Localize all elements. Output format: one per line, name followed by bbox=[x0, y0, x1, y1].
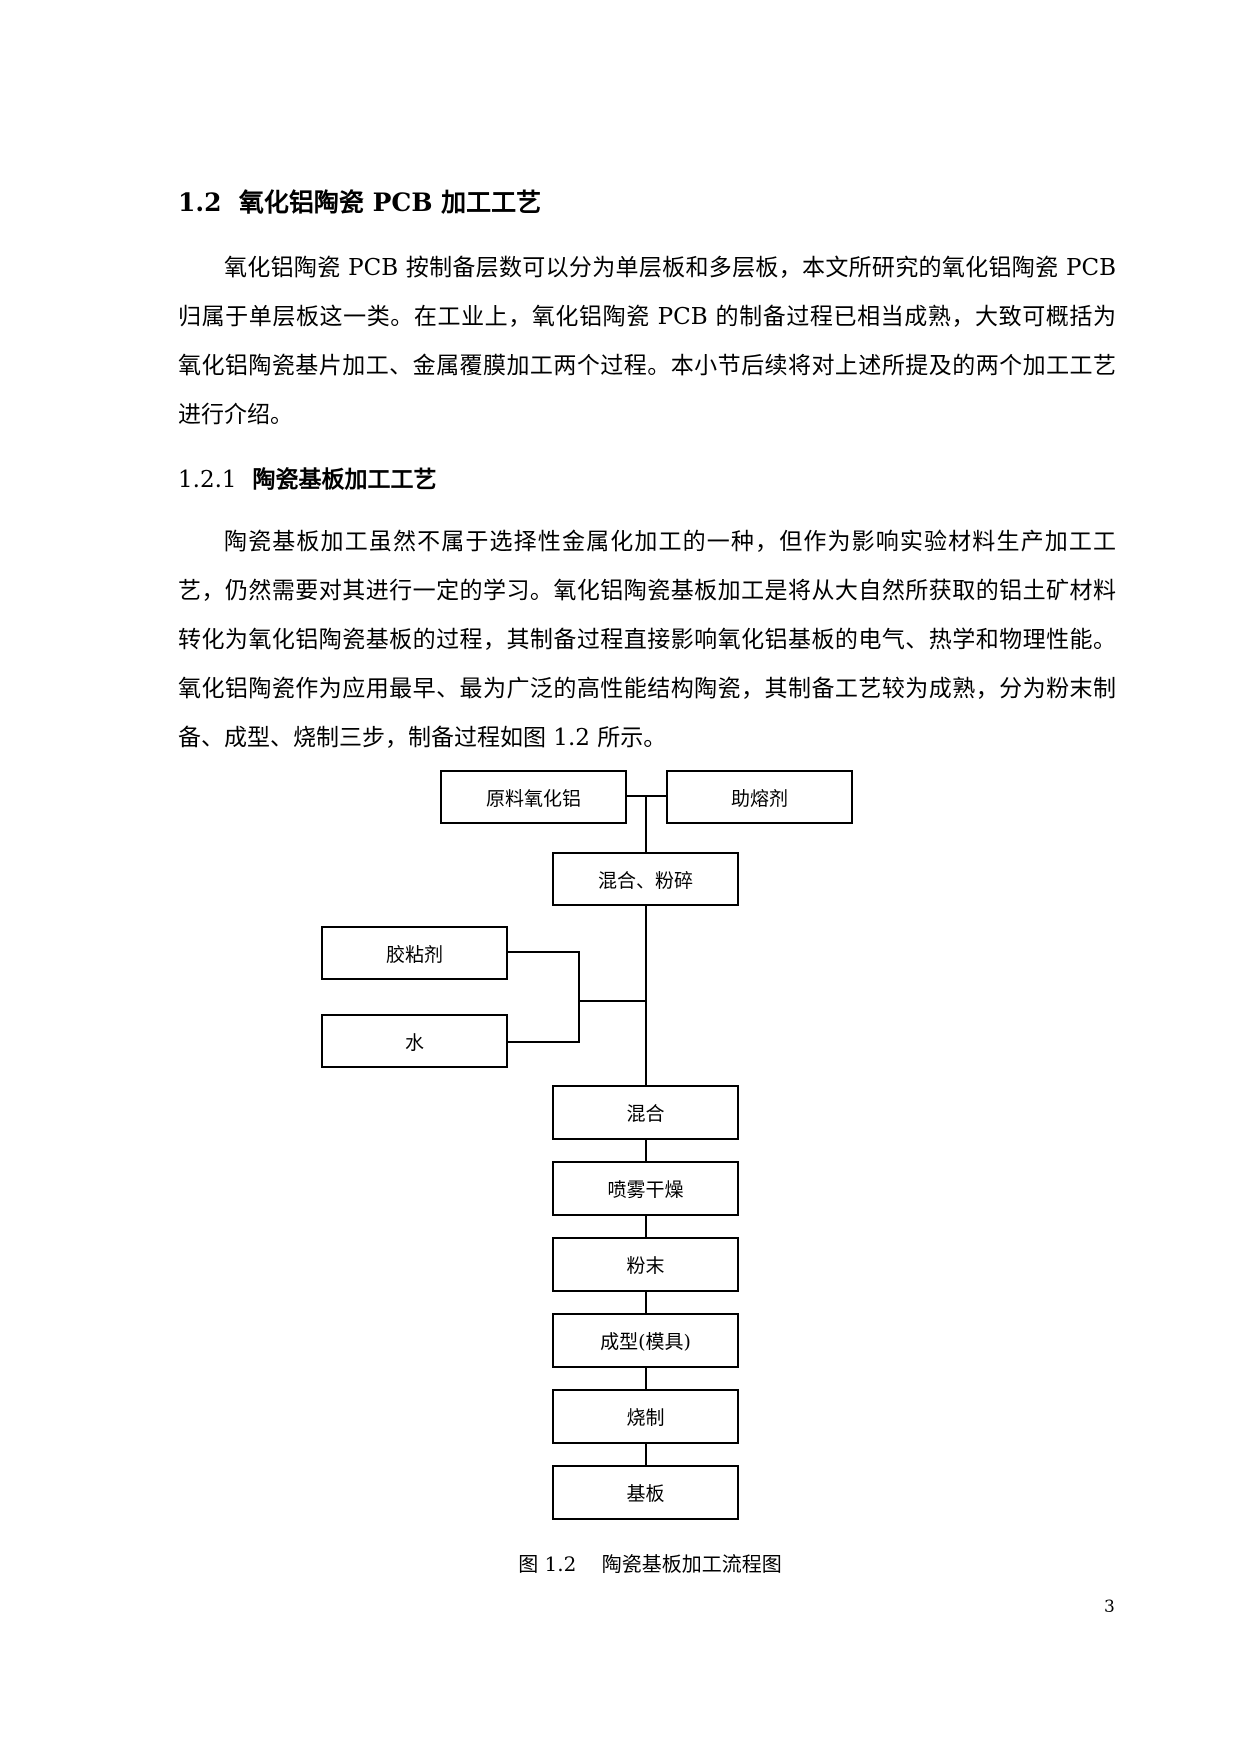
section-heading-text: 氧化铝陶瓷 PCB 加工工艺 bbox=[238, 188, 542, 217]
connector-forming-firing bbox=[645, 1367, 647, 1390]
box-spray-dry: 喷雾干燥 bbox=[552, 1161, 739, 1216]
subsection-heading-text: 陶瓷基板加工工艺 bbox=[252, 466, 437, 493]
box-firing: 烧制 bbox=[552, 1389, 739, 1444]
box-raw-alumina: 原料氧化铝 bbox=[440, 770, 627, 824]
box-forming: 成型(模具) bbox=[552, 1313, 739, 1368]
box-powder: 粉末 bbox=[552, 1237, 739, 1292]
page-number: 3 bbox=[1104, 1597, 1115, 1617]
connector-firing-substrate bbox=[645, 1443, 647, 1466]
connector-powder-forming bbox=[645, 1291, 647, 1314]
box-mix-crush: 混合、粉碎 bbox=[552, 852, 739, 906]
section-paragraph: 氧化铝陶瓷 PCB 按制备层数可以分为单层板和多层板，本文所研究的氧化铝陶瓷 P… bbox=[178, 255, 1116, 428]
subsection-heading: 1.2.1 陶瓷基板加工工艺 bbox=[178, 460, 437, 494]
subsection-heading-number: 1.2.1 bbox=[178, 467, 237, 493]
connector-to-mix-crush bbox=[645, 795, 647, 853]
connector-binder-horizontal bbox=[507, 951, 580, 953]
box-water: 水 bbox=[321, 1014, 508, 1068]
connector-bracket-join bbox=[578, 1000, 646, 1002]
connector-bracket-vertical bbox=[578, 951, 580, 1043]
figure-caption: 图 1.2 陶瓷基板加工流程图 bbox=[518, 1552, 782, 1576]
connector-water-horizontal bbox=[507, 1041, 580, 1043]
connector-main-vertical bbox=[645, 905, 647, 1085]
connector-mix-spray bbox=[645, 1139, 647, 1162]
box-mix: 混合 bbox=[552, 1085, 739, 1140]
section-heading-number: 1.2 bbox=[178, 188, 222, 217]
box-binder: 胶粘剂 bbox=[321, 926, 508, 980]
section-heading: 1.2 氧化铝陶瓷 PCB 加工工艺 bbox=[178, 183, 541, 219]
connector-spray-powder bbox=[645, 1215, 647, 1238]
box-substrate: 基板 bbox=[552, 1465, 739, 1520]
box-flux: 助熔剂 bbox=[666, 770, 853, 824]
subsection-paragraph: 陶瓷基板加工虽然不属于选择性金属化加工的一种，但作为影响实验材料生产加工工艺，仍… bbox=[178, 529, 1116, 751]
